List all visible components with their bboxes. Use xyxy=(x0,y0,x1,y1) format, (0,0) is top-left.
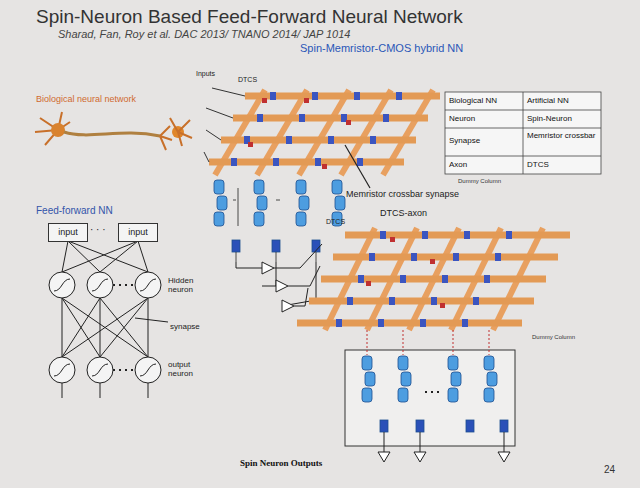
crossbar-lower xyxy=(297,228,570,330)
table-cell: Synapse xyxy=(449,136,480,145)
ellipsis: · · · xyxy=(90,224,106,236)
column-label: Dummy Column xyxy=(458,178,501,185)
node-text: input xyxy=(124,227,152,238)
section-label: Spin-Memristor-CMOS hybrid NN xyxy=(300,42,463,55)
table-cell: DTCS xyxy=(527,160,549,169)
citation: Sharad, Fan, Roy et al. DAC 2013/ TNANO … xyxy=(58,28,350,41)
table-cell: Neuron xyxy=(449,114,475,123)
node-text: input xyxy=(54,227,82,238)
callout-label: DTCS-axon xyxy=(380,208,427,218)
column-label: Dummy Column xyxy=(532,334,575,341)
output-neurons xyxy=(345,330,515,462)
slide-title: Spin-Neuron Based Feed-Forward Neural Ne… xyxy=(36,6,463,28)
crossbar-upper xyxy=(204,88,440,188)
table-cell: Spin-Neuron xyxy=(527,114,572,123)
callout-label: Memristor crossbar synapse xyxy=(346,189,459,199)
signal-label: DTCS xyxy=(238,76,257,84)
page-number: 24 xyxy=(604,464,615,476)
neuron-label: Hidden neuron xyxy=(168,276,206,294)
table-cell: Axon xyxy=(449,160,467,169)
input-box: input xyxy=(48,223,88,242)
section-label: Biological neural network xyxy=(36,94,136,104)
table-cell: Biological NN xyxy=(449,96,497,105)
output-label: Spin Neuron Outputs xyxy=(240,458,322,468)
mapping-table xyxy=(445,92,601,174)
signal-label: DTCS xyxy=(326,218,345,226)
signal-label: Inputs xyxy=(196,70,215,78)
table-cell: Memristor crossbar xyxy=(527,131,597,140)
table-cell: Artificial NN xyxy=(527,96,569,105)
neuron-label: output neuron xyxy=(168,360,206,378)
synapse-label: synapse xyxy=(170,322,200,331)
section-label: Feed-forward NN xyxy=(36,205,113,217)
neuron-picture xyxy=(35,112,192,150)
input-box: input xyxy=(118,223,158,242)
ff-network xyxy=(49,241,168,398)
spin-neurons-upper xyxy=(214,158,345,262)
